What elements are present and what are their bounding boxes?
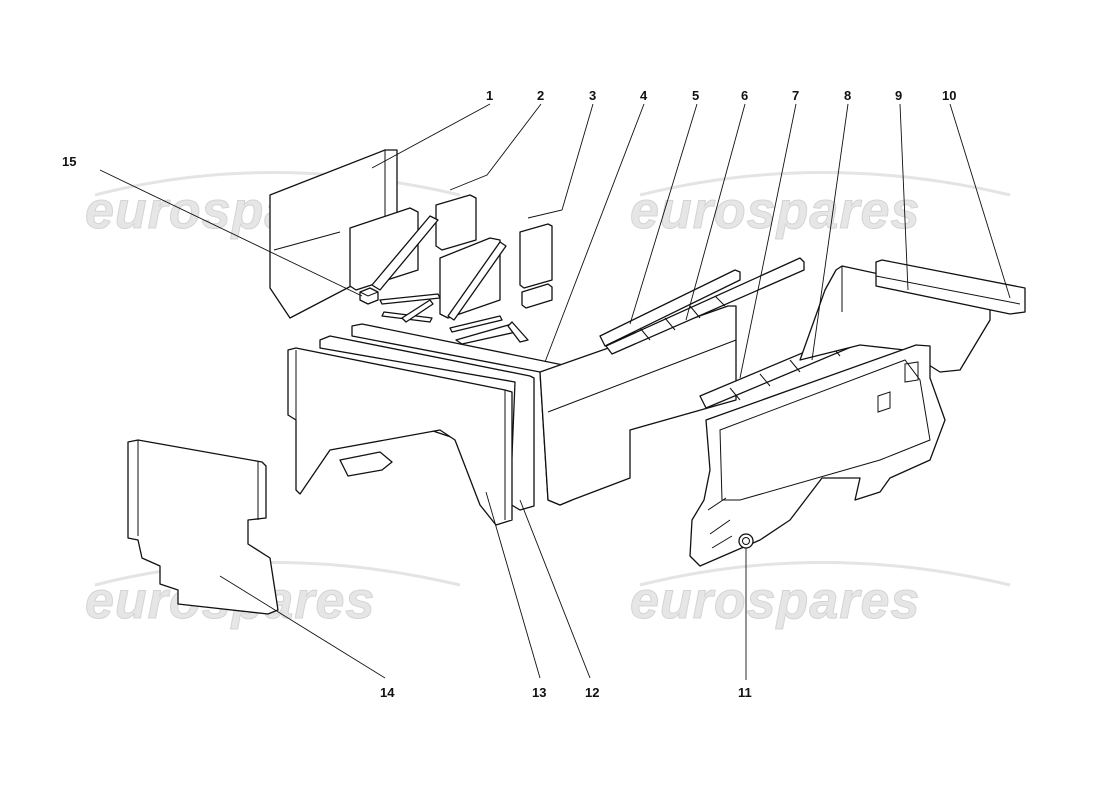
callout-4: 4: [640, 88, 648, 103]
callout-5: 5: [692, 88, 699, 103]
callout-8: 8: [844, 88, 851, 103]
callout-14: 14: [380, 685, 395, 700]
part-3-small-pads: [449, 223, 553, 345]
callout-15: 15: [62, 154, 76, 169]
part-15-clip: [359, 287, 379, 305]
callout-6: 6: [741, 88, 748, 103]
callout-9: 9: [895, 88, 902, 103]
part-14-lower-panel: [127, 439, 279, 615]
callout-2: 2: [537, 88, 544, 103]
callout-11: 11: [738, 685, 752, 700]
watermark-bottom-right: eurospares: [630, 572, 920, 630]
watermark-top-right: eurospares: [630, 182, 920, 240]
callout-1: 1: [486, 88, 493, 103]
leader-lines: [99, 103, 1011, 680]
callout-13: 13: [532, 685, 546, 700]
part-2-insulation-pads: [349, 194, 507, 323]
watermark-group: eurospares eurospares eurospares eurospa…: [85, 171, 1011, 631]
part-5-6-rails: [599, 257, 805, 355]
callout-12: 12: [585, 685, 599, 700]
callout-numbers: 1 2 3 4 5 6 7 8 9 10 11 12 13 14 15: [62, 88, 956, 700]
part-8-side-panel: [689, 344, 946, 567]
callout-3: 3: [589, 88, 596, 103]
callout-7: 7: [792, 88, 799, 103]
part-11-grommet: [738, 533, 754, 549]
part-13-front-panel: [287, 347, 513, 526]
callout-10: 10: [942, 88, 956, 103]
part-10-trim-strip: [875, 259, 1026, 315]
